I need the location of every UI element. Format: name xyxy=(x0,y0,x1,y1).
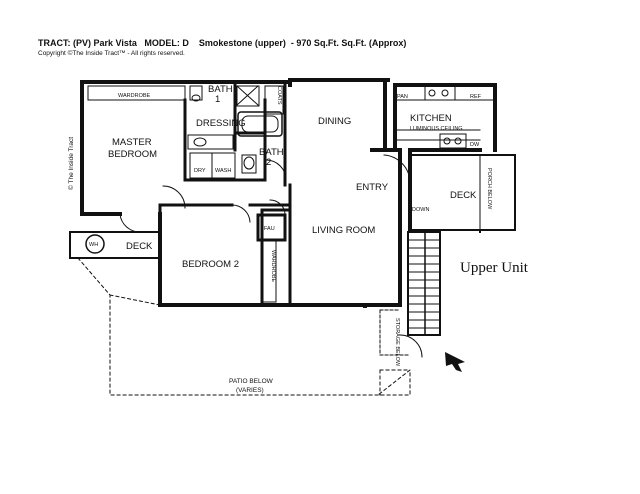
entry-door xyxy=(383,154,411,183)
bedroom2-label: BEDROOM 2 xyxy=(182,259,239,270)
toilet-bath2 xyxy=(241,154,257,174)
model-label: MODEL: D xyxy=(144,38,189,48)
vanity xyxy=(187,134,234,150)
deck-left-label: DECK xyxy=(126,241,153,252)
wardrobe-bed2-label: WARDROBE xyxy=(270,250,276,283)
down-label: DOWN xyxy=(412,207,429,213)
living-room-label: LIVING ROOM xyxy=(312,225,375,236)
watermark-text: © The Inside Tract xyxy=(67,137,75,190)
door-deck xyxy=(119,213,141,233)
master-label-1: MASTER xyxy=(112,137,152,148)
plan-header: TRACT: (PV) Park Vista MODEL: D Smokesto… xyxy=(38,38,406,48)
porch-below-label: PORCH BELOW xyxy=(486,168,492,210)
upper-unit-label: Upper Unit xyxy=(460,260,529,276)
patio-below-label: PATIO BELOW xyxy=(229,378,274,385)
storage-below xyxy=(379,309,409,356)
bath2-label-2: 2 xyxy=(266,157,271,168)
wardrobe-bed2 xyxy=(261,239,277,303)
unit-size: - 970 Sq.Ft. Sq.Ft. (Approx) xyxy=(290,38,407,48)
wash-label: WASH xyxy=(215,168,231,174)
storage-below-label: STORAGE BELOW xyxy=(394,318,400,367)
wardrobe-master xyxy=(87,85,186,101)
stove xyxy=(424,85,456,101)
ref-label: REF xyxy=(470,94,482,100)
deck-left xyxy=(69,231,161,259)
dining-label: DINING xyxy=(318,116,351,127)
kitchen-label: KITCHEN xyxy=(410,113,452,124)
door-bath xyxy=(162,185,186,209)
entry-label: ENTRY xyxy=(356,182,389,193)
stairs xyxy=(407,231,441,336)
pan-label: PAN xyxy=(397,94,408,100)
bathtub xyxy=(237,111,283,137)
wardrobe-master-label: WARDROBE xyxy=(118,93,151,99)
patio-below xyxy=(77,257,411,396)
toilet-bath1 xyxy=(189,85,203,101)
tract-label: TRACT: (PV) Park Vista xyxy=(38,38,137,48)
interior-walls xyxy=(158,80,402,307)
fau-label: FAU xyxy=(264,226,275,232)
north-arrow-icon xyxy=(445,352,465,372)
bath2-label-1: BATH xyxy=(259,147,284,158)
patio-varies-label: (VARIES) xyxy=(236,387,264,394)
bath1-label-1: BATH xyxy=(208,84,233,95)
master-label-2: BEDROOM xyxy=(108,149,157,160)
dressing-label: DRESSING xyxy=(196,118,246,129)
deck-right-label: DECK xyxy=(450,190,477,201)
dry-label: DRY xyxy=(194,168,206,174)
water-heater-icon xyxy=(85,234,105,254)
copyright-notice: Copyright ©The Inside Tract™ - All right… xyxy=(38,50,185,57)
unit-name: Smokestone (upper) xyxy=(198,38,286,48)
bath1-label-2: 1 xyxy=(215,94,220,105)
door-bed2 xyxy=(231,204,251,223)
dw-label: DW xyxy=(470,142,480,148)
luminous-label: LUMINOUS CEILING xyxy=(410,126,463,132)
kitchen-sink xyxy=(439,133,467,149)
wh-label: WH xyxy=(89,242,98,248)
door-fau xyxy=(269,199,286,215)
coats-closet xyxy=(264,85,284,115)
coats-label: COATS xyxy=(276,86,282,105)
door-bath2 xyxy=(265,159,287,181)
